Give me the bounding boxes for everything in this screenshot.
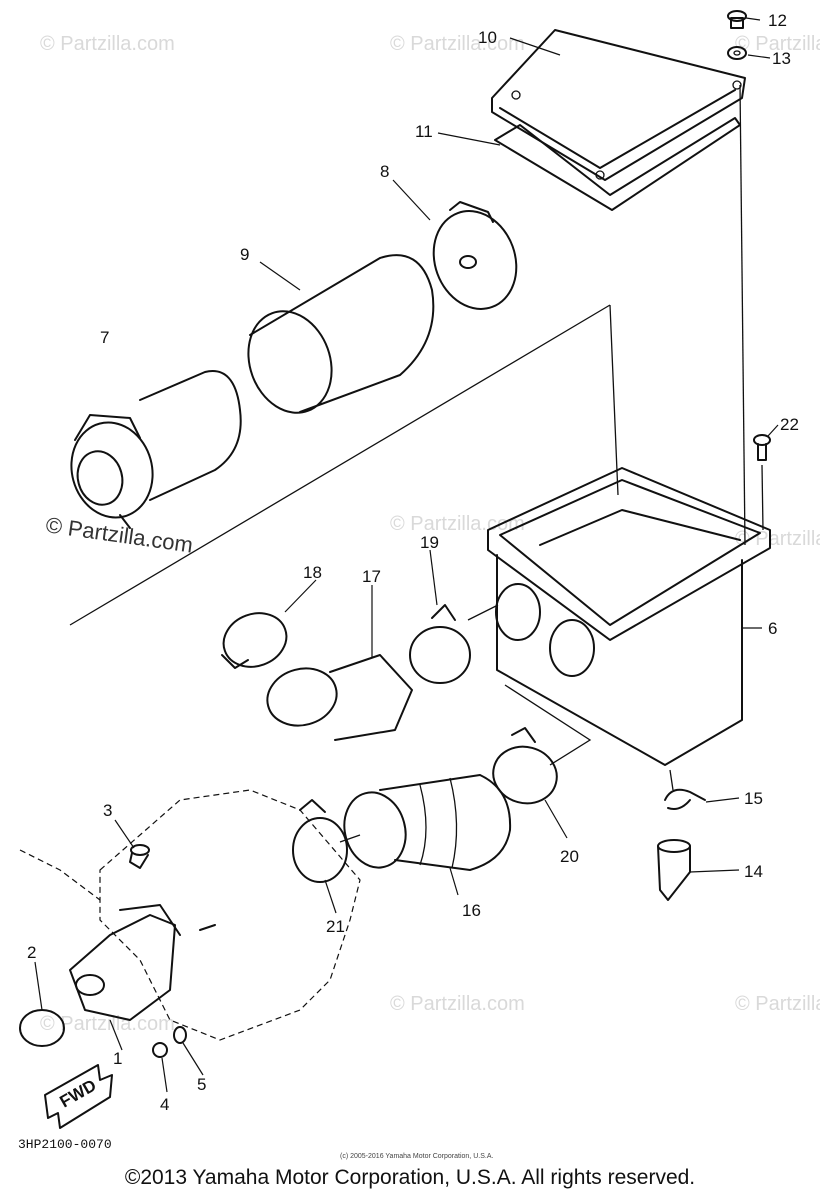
leader-line xyxy=(182,1042,204,1076)
screw xyxy=(753,434,771,461)
callout-13: 13 xyxy=(772,49,791,68)
leader-line xyxy=(114,819,135,849)
leader-line xyxy=(509,37,561,56)
foam-filter xyxy=(247,254,435,414)
callout-5: 5 xyxy=(197,1075,206,1094)
assembly-line xyxy=(504,684,592,766)
callout-3: 3 xyxy=(103,801,112,820)
clip xyxy=(664,788,706,810)
clamp xyxy=(221,612,288,669)
fwd-arrow-icon: FWD xyxy=(44,1064,113,1129)
cover-gasket xyxy=(494,117,741,211)
leader-line xyxy=(284,579,317,613)
engine-outline xyxy=(19,849,101,901)
watermark: © Partzilla.com xyxy=(735,993,820,1015)
stud xyxy=(199,924,216,931)
watermark: © Partzilla.com xyxy=(40,1013,175,1035)
leader-line xyxy=(34,961,43,1011)
leader-line xyxy=(161,1057,168,1093)
leader-line xyxy=(767,424,779,437)
filter-element xyxy=(70,370,242,529)
callout-6: 6 xyxy=(768,619,777,638)
watermark: © Partzilla.com xyxy=(390,33,525,55)
washer xyxy=(173,1026,187,1044)
elbow-hose xyxy=(266,654,413,741)
callout-8: 8 xyxy=(380,162,389,181)
leader-line xyxy=(109,1019,123,1051)
callout-17: 17 xyxy=(362,567,381,586)
watermark: © Partzilla.com xyxy=(735,33,820,55)
watermark: © Partzilla.com xyxy=(40,33,175,55)
callout-2: 2 xyxy=(27,943,36,962)
callout-11: 11 xyxy=(415,122,433,141)
leader-line xyxy=(745,17,761,21)
callout-21: 21 xyxy=(326,917,345,936)
clamp xyxy=(292,799,348,883)
watermark: © Partzilla.com xyxy=(735,528,820,550)
airbox-cover xyxy=(491,29,746,181)
callout-15: 15 xyxy=(744,789,763,808)
callout-14: 14 xyxy=(744,862,763,881)
assembly-line xyxy=(739,84,746,546)
callout-10: 10 xyxy=(478,28,497,47)
clamp xyxy=(492,727,558,805)
drawing-code: 3HP2100-0070 xyxy=(18,1137,112,1152)
watermark: © Partzilla.com xyxy=(390,993,525,1015)
assembly-line xyxy=(69,304,611,626)
watermark-featured: © Partzilla.com xyxy=(44,512,194,557)
callout-7: 7 xyxy=(100,328,109,347)
leader-line xyxy=(689,869,740,873)
assembly-line xyxy=(339,834,361,843)
assembly-line xyxy=(609,304,619,496)
callout-19: 19 xyxy=(420,533,439,552)
callout-4: 4 xyxy=(160,1095,169,1114)
callout-9: 9 xyxy=(240,245,249,264)
clamp xyxy=(409,604,471,684)
carburetor-joint xyxy=(69,904,181,1021)
leader-line xyxy=(705,797,740,803)
assembly-line xyxy=(467,604,499,621)
bolt xyxy=(727,10,747,29)
leader-line xyxy=(437,132,501,146)
callout-18: 18 xyxy=(303,563,322,582)
watermark: © Partzilla.com xyxy=(390,513,525,535)
intake-hose xyxy=(343,774,512,871)
assembly-line xyxy=(761,464,764,531)
callout-22: 22 xyxy=(780,415,799,434)
footer-copyright: ©2013 Yamaha Motor Corporation, U.S.A. A… xyxy=(124,1166,696,1189)
washer xyxy=(727,46,747,60)
leader-line xyxy=(544,799,568,839)
leader-line xyxy=(429,549,438,606)
leader-line xyxy=(449,867,459,896)
small-copyright: (c) 2005-2016 Yamaha Motor Corporation, … xyxy=(340,1153,493,1160)
leader-line xyxy=(392,179,431,221)
callout-1: 1 xyxy=(113,1049,122,1068)
callout-12: 12 xyxy=(768,11,787,30)
assembly-line xyxy=(669,769,674,791)
airbox xyxy=(487,467,771,766)
leader-line xyxy=(259,261,301,291)
bolt xyxy=(129,844,150,869)
callout-20: 20 xyxy=(560,847,579,866)
drain-plug xyxy=(657,839,691,901)
engine-outline xyxy=(99,789,361,1041)
leader-line xyxy=(747,54,771,59)
leader-line xyxy=(324,879,337,914)
filter-cap xyxy=(432,201,518,310)
nut xyxy=(152,1042,168,1058)
callout-16: 16 xyxy=(462,901,481,920)
fwd-label: FWD xyxy=(57,1076,100,1112)
